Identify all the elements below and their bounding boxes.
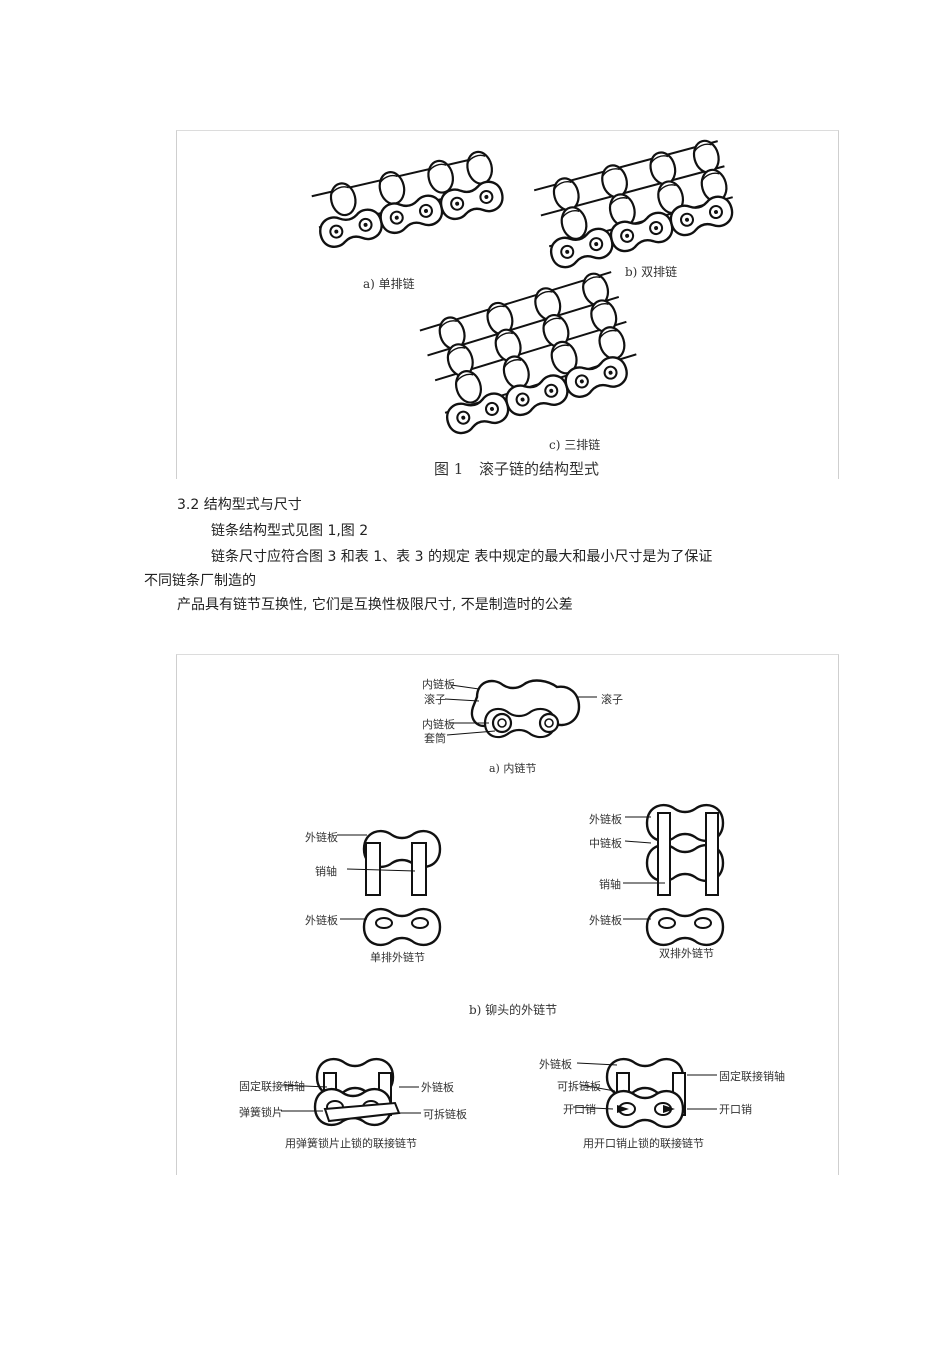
label-double-pin: 销轴 (599, 878, 621, 891)
single-outer-link-caption: 单排外链节 (370, 951, 425, 964)
label-cotter-pin-right: 开口销 (719, 1103, 752, 1116)
double-outer-link-caption: 双排外链节 (659, 947, 714, 960)
figure-1-sub-b: b) 双排链 (625, 265, 678, 279)
paragraph-line-3: 不同链条厂制造的 (144, 573, 256, 589)
figure-2-sub-b: b) 铆头的外链节 (469, 1003, 558, 1017)
label-single-outer-plate-top: 外链板 (305, 831, 338, 844)
figure-1-caption-number: 图 1 (434, 460, 464, 478)
label-roller-left: 滚子 (424, 693, 446, 706)
figure-2-sub-a: a) 内链节 (489, 762, 537, 775)
label-spring-outer-plate: 外链板 (421, 1081, 454, 1094)
label-double-outer-plate-bottom: 外链板 (589, 914, 622, 927)
label-spring-fixed-pin: 固定联接销轴 (239, 1080, 305, 1093)
label-inner-plate-top: 内链板 (422, 678, 455, 691)
label-cotter-outer-plate: 外链板 (539, 1058, 572, 1071)
double-row-chain-drawing (533, 136, 737, 272)
paragraph-line-2: 链条尺寸应符合图 3 和表 1、表 3 的规定 表中规定的最大和最小尺寸是为了保… (211, 549, 713, 565)
spring-clip-link-caption: 用弹簧锁片止锁的联接链节 (285, 1137, 417, 1150)
triple-row-chain-drawing (419, 269, 637, 438)
label-bushing: 套筒 (424, 732, 446, 745)
label-double-outer-plate-top: 外链板 (589, 813, 622, 826)
label-cotter-pin-left: 开口销 (563, 1103, 596, 1116)
roller-chain-illustrations (311, 136, 737, 438)
label-single-pin: 销轴 (315, 865, 337, 878)
label-single-outer-plate-bottom: 外链板 (305, 914, 338, 927)
section-heading: 3.2 结构型式与尺寸 (177, 497, 302, 513)
spring-clip-connecting-link-drawing (280, 1057, 421, 1125)
figure-1: a) 单排链 b) 双排链 c) 三排链 图 1 滚子链的结构型式 (176, 130, 839, 479)
label-cotter-removable-plate: 可拆链板 (557, 1080, 601, 1093)
figure-2: 内链板 滚子 滚子 内链板 套筒 a) 内链节 外链板 销轴 外链板 单排外链节… (176, 654, 839, 1175)
label-spring-removable-plate: 可拆链板 (423, 1108, 467, 1121)
single-outer-link-drawing (337, 829, 442, 947)
paragraph-line-4: 产品具有链节互换性, 它们是互换性极限尺寸, 不是制造时的公差 (177, 597, 573, 613)
label-cotter-fixed-pin: 固定联接销轴 (719, 1070, 785, 1083)
single-row-chain-drawing (311, 148, 507, 251)
figure-1-sub-c: c) 三排链 (549, 438, 601, 452)
label-spring-clip: 弹簧锁片 (239, 1106, 283, 1119)
figure-1-caption-title: 滚子链的结构型式 (479, 460, 600, 478)
figure-1-sub-a: a) 单排链 (363, 277, 415, 291)
double-outer-link-drawing (623, 803, 725, 947)
label-double-middle-plate: 中链板 (589, 837, 622, 850)
cotter-pin-connecting-link-drawing (572, 1057, 717, 1127)
paragraph-line-1: 链条结构型式见图 1,图 2 (211, 523, 369, 539)
chain-link-drawings (280, 679, 725, 1175)
label-inner-plate-mid: 内链板 (422, 718, 455, 731)
inner-link-drawing (444, 679, 597, 739)
cotter-pin-link-caption: 用开口销止锁的联接链节 (583, 1137, 704, 1150)
label-roller-right: 滚子 (601, 693, 623, 706)
